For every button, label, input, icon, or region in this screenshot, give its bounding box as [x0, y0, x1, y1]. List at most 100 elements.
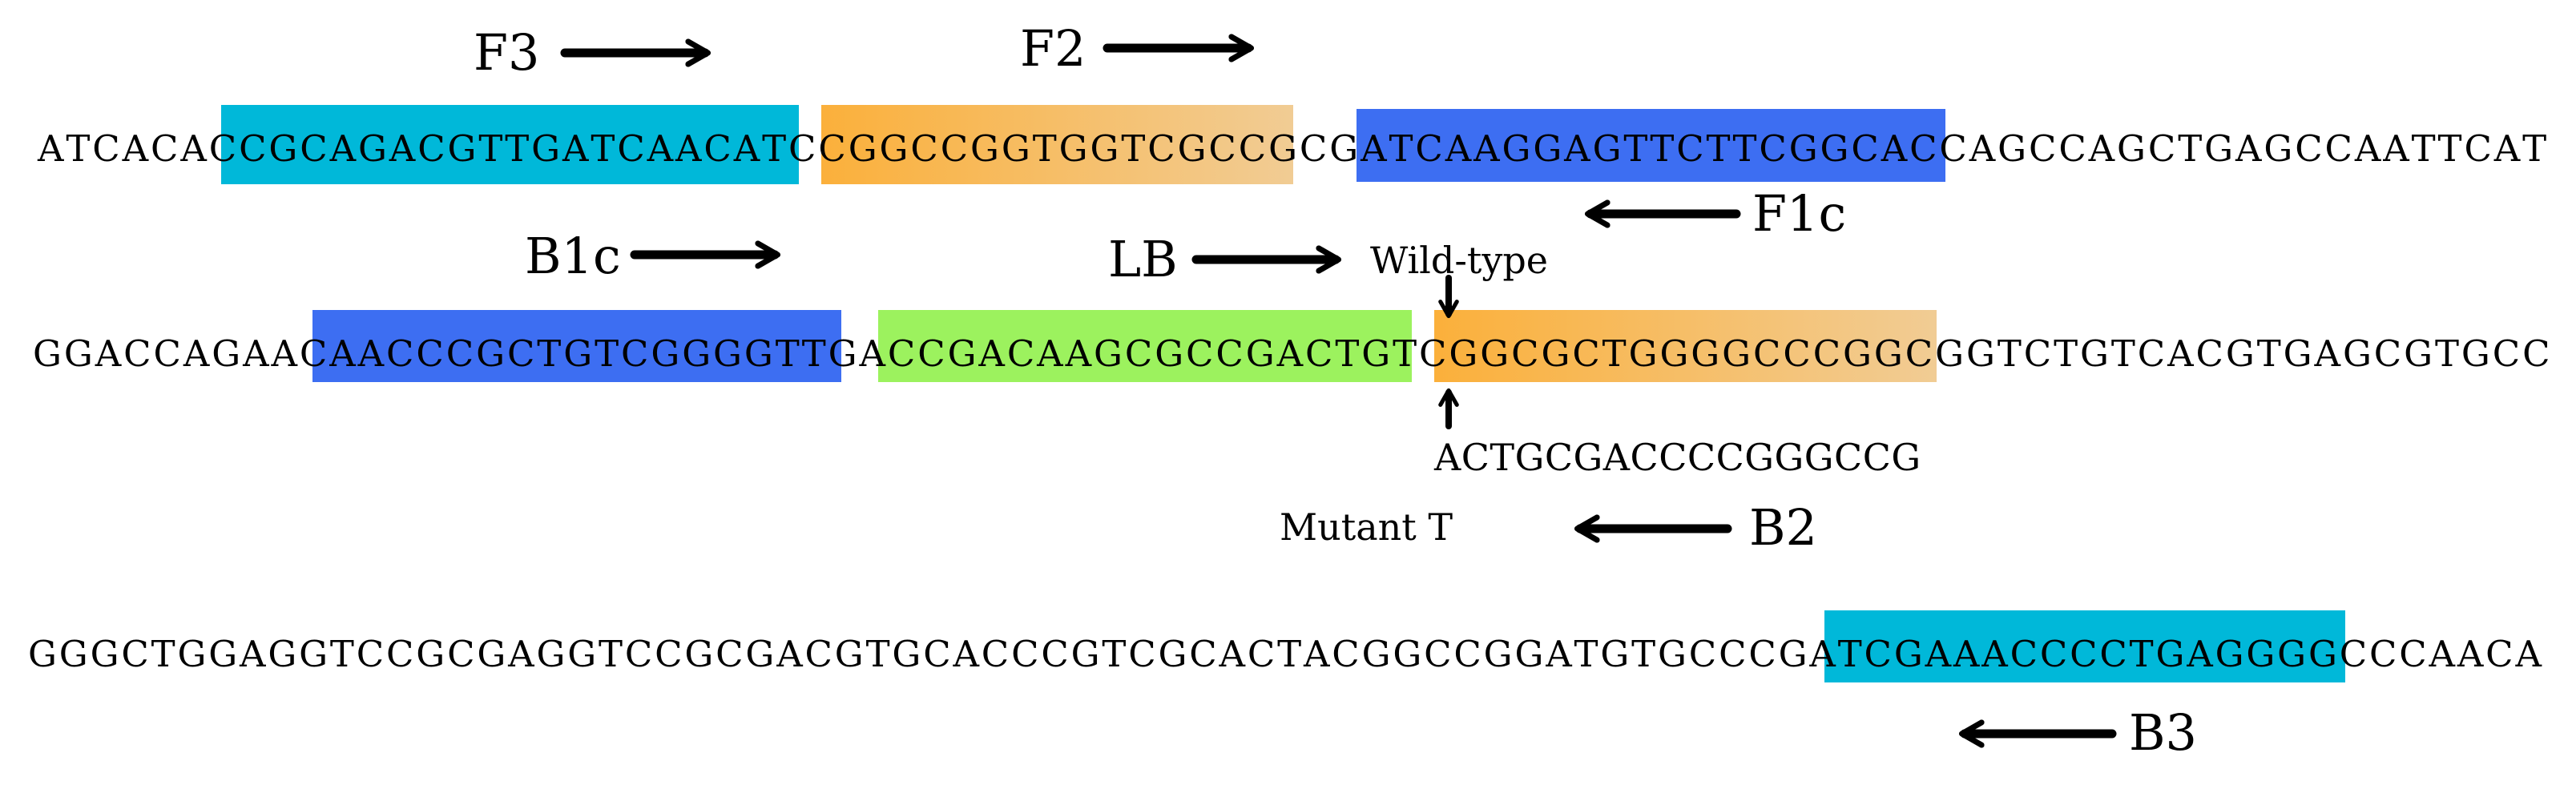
nucleotide: A [2314, 332, 2341, 375]
nucleotide: C [1299, 127, 1328, 170]
nucleotide: T [2129, 632, 2154, 675]
nucleotide: C [923, 632, 951, 675]
b3-label: B3 [2129, 703, 2198, 762]
nucleotide: G [970, 127, 999, 170]
nucleotide: C [2195, 332, 2223, 375]
nucleotide: C [1128, 632, 1156, 675]
nucleotide: G [651, 332, 680, 375]
lb-region-highlight [878, 310, 1412, 382]
nucleotide: A [978, 332, 1005, 375]
nucleotide: A [647, 127, 674, 170]
nucleotide: A [240, 632, 266, 675]
nucleotide: A [1809, 632, 1836, 675]
nucleotide: C [1305, 332, 1333, 375]
nucleotide: T [151, 632, 175, 675]
nucleotide: G [33, 332, 62, 375]
nucleotide: G [2225, 332, 2255, 375]
nucleotide: C [299, 332, 328, 375]
nucleotide: A [357, 332, 385, 375]
nucleotide: C [2099, 632, 2127, 675]
f3-region-highlight [221, 105, 799, 184]
nucleotide: C [1905, 332, 1933, 375]
nucleotide: G [1778, 632, 1808, 675]
nucleotide: G [2342, 332, 2372, 375]
nucleotide: C [1783, 332, 1811, 375]
nucleotide: G [1393, 632, 1422, 675]
nucleotide: A [2354, 127, 2381, 170]
nucleotide: A [183, 332, 210, 375]
nucleotide: C [1688, 632, 1717, 675]
nucleotide: A [1303, 632, 1330, 675]
nucleotide: C [1147, 127, 1175, 170]
nucleotide: A [271, 332, 297, 375]
nucleotide: T [505, 127, 530, 170]
nucleotide: C [804, 632, 832, 675]
nucleotide: G [1058, 127, 1088, 170]
nucleotide: C [617, 127, 645, 170]
nucleotide: C [2295, 127, 2323, 170]
nucleotide: C [2492, 332, 2521, 375]
nucleotide: G [268, 127, 298, 170]
nucleotide: C [2147, 127, 2176, 170]
nucleotide: T [478, 127, 503, 170]
nucleotide: G [947, 332, 977, 375]
nucleotide: G [563, 332, 593, 375]
nucleotide: G [1090, 127, 1119, 170]
nucleotide: G [1361, 332, 1391, 375]
nucleotide: A [2383, 127, 2409, 170]
nucleotide: T [1389, 127, 1413, 170]
nucleotide: C [1006, 332, 1035, 375]
nucleotide: C [447, 632, 475, 675]
nucleotide: T [1032, 127, 1057, 170]
nucleotide: C [123, 332, 151, 375]
nucleotide: T [2178, 127, 2203, 170]
nucleotide: G [357, 127, 387, 170]
nucleotide: A [733, 127, 760, 170]
nucleotide: G [2246, 632, 2276, 675]
nucleotide: C [356, 632, 385, 675]
nucleotide: C [506, 332, 535, 375]
nucleotide: A [180, 127, 207, 170]
nucleotide: G [2204, 127, 2234, 170]
nucleotide: G [268, 632, 297, 675]
nucleotide: G [1361, 632, 1391, 675]
nucleotide: G [477, 632, 506, 675]
nucleotide: A [389, 127, 416, 170]
nucleotide: C [1748, 632, 1776, 675]
nucleotide: C [1247, 632, 1276, 675]
nucleotide: T [1102, 632, 1127, 675]
nucleotide: G [1788, 127, 1818, 170]
nucleotide: C [703, 127, 732, 170]
nucleotide: T [591, 127, 615, 170]
nucleotide: T [2437, 127, 2462, 170]
nucleotide: A [243, 332, 269, 375]
nucleotide: G [1070, 632, 1100, 675]
nucleotide: C [2368, 632, 2397, 675]
f2-region-highlight [821, 105, 1293, 184]
nucleotide: T [2435, 332, 2460, 375]
nucleotide: G [2277, 632, 2307, 675]
nucleotide: C [620, 332, 649, 375]
nucleotide: G [744, 332, 773, 375]
nucleotide: C [208, 127, 237, 170]
nucleotide: G [1001, 127, 1030, 170]
nucleotide: C [818, 127, 846, 170]
nucleotide: G [1820, 127, 1849, 170]
nucleotide: G [1659, 332, 1689, 375]
nucleotide: G [1268, 127, 1298, 170]
nucleotide: T [1631, 632, 1656, 675]
nucleotide: G [2308, 632, 2337, 675]
nucleotide: G [416, 632, 445, 675]
nucleotide: G [1658, 632, 1687, 675]
nucleotide: A [1925, 632, 1952, 675]
nucleotide: G [212, 332, 241, 375]
nucleotide: G [1541, 332, 1570, 375]
b2-label: B2 [1749, 498, 1818, 557]
nucleotide: A [1065, 332, 1092, 375]
nucleotide: G [2404, 332, 2433, 375]
nucleotide: G [745, 632, 775, 675]
nucleotide: T [595, 332, 619, 375]
nucleotide: A [329, 127, 357, 170]
nucleotide: G [2155, 632, 2185, 675]
